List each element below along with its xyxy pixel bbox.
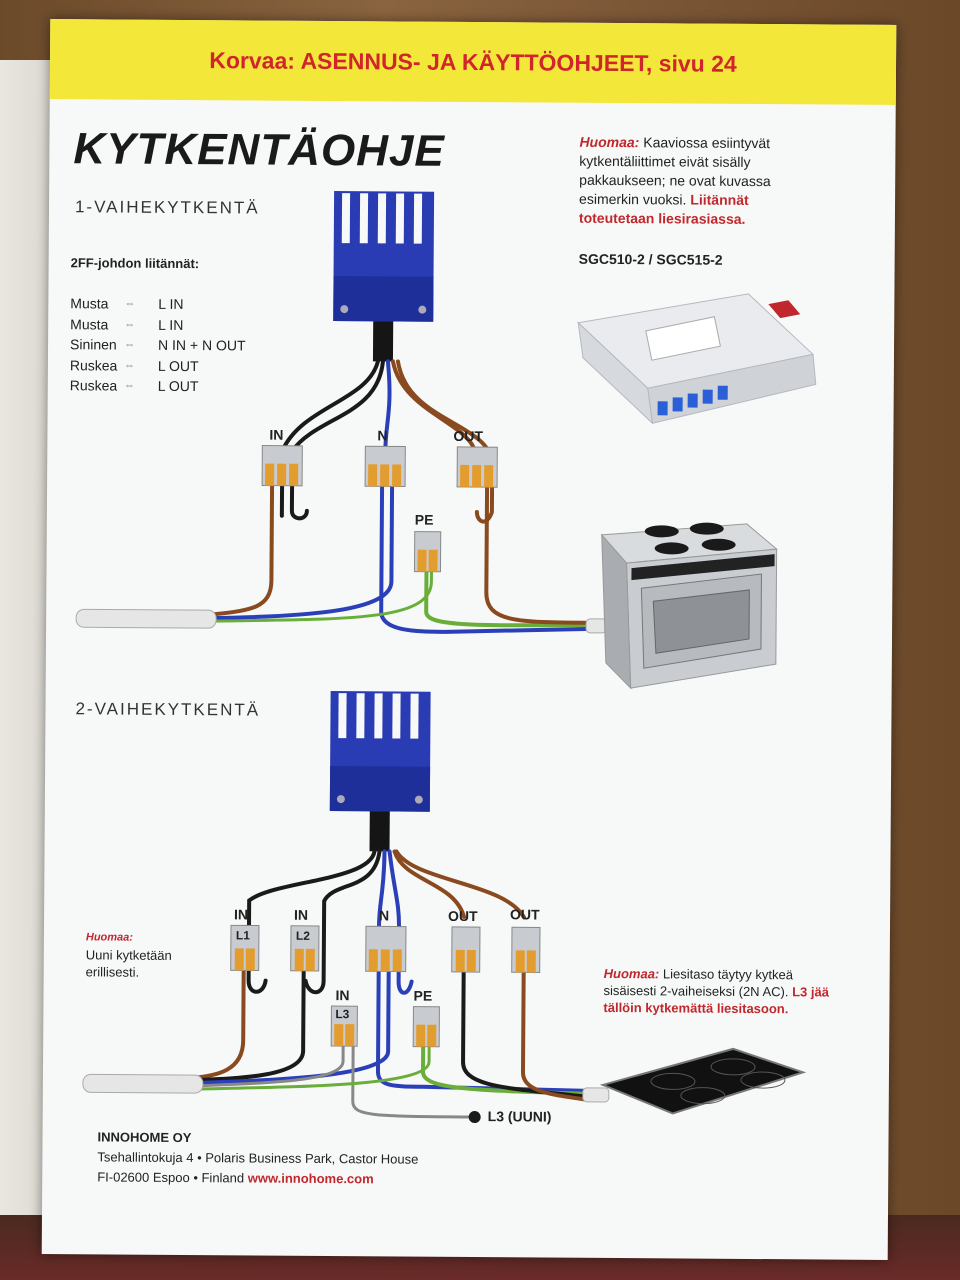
section-2phase: 2-VAIHEKYTKENTÄ (75, 699, 261, 720)
terminal-label-out2: OUT (510, 906, 540, 923)
terminal-label-out: OUT (453, 427, 484, 445)
terminal-label-pe2: PE (413, 987, 433, 1004)
cable-out-2 (582, 1087, 610, 1103)
connector-block-1 (333, 191, 435, 362)
stove-image (600, 522, 778, 690)
terminal-label-in-l3: IN (335, 987, 350, 1004)
hob-image (599, 1047, 807, 1115)
guard-device (577, 293, 817, 425)
terminal-label-l1: L1 (235, 928, 250, 943)
terminal-label-out1: OUT (448, 907, 478, 925)
terminal-label-pe: PE (414, 511, 434, 528)
wires-2 (190, 849, 590, 1119)
company-address: Tsehallintokuja 4 • Polaris Business Par… (97, 1149, 419, 1167)
terminal-label-in-l1: IN (234, 906, 249, 923)
terminal-label-in-l2: IN (294, 906, 309, 923)
company-url[interactable]: www.innohome.com (247, 1170, 374, 1187)
terminals-1 (261, 445, 498, 573)
instruction-sheet: Korvaa: ASENNUS- JA KÄYTTÖOHJEET, sivu 2… (41, 19, 897, 1260)
wiring-diagram (75, 191, 817, 1124)
cable-in-1 (75, 608, 217, 629)
cable-out-1 (585, 618, 607, 634)
terminal-label-n: N (377, 427, 388, 444)
note-oven: Huomaa: Uuni kytketään erillisesti. (85, 931, 172, 980)
wires-1 (204, 359, 594, 634)
footer: INNOHOME OY Tsehallintokuja 4 • Polaris … (97, 1127, 418, 1189)
terminal-label-n2: N (379, 907, 390, 924)
l3-uuni-label: L3 (UUNI) (487, 1108, 552, 1125)
terminal-label-l3: L3 (335, 1007, 350, 1022)
connector-block-2 (329, 691, 431, 852)
company-city: FI-02600 Espoo • Finland www.innohome.co… (97, 1169, 374, 1187)
terminals-2 (230, 924, 541, 1048)
note-hob: Huomaa: Liesitaso täytyy kytkeä sisäises… (603, 965, 830, 1017)
cable-in-2 (82, 1073, 204, 1094)
terminal-label-in: IN (269, 426, 284, 443)
l3-end-dot (468, 1111, 481, 1124)
terminal-label-l2: L2 (295, 928, 310, 943)
company-name: INNOHOME OY (97, 1129, 192, 1146)
